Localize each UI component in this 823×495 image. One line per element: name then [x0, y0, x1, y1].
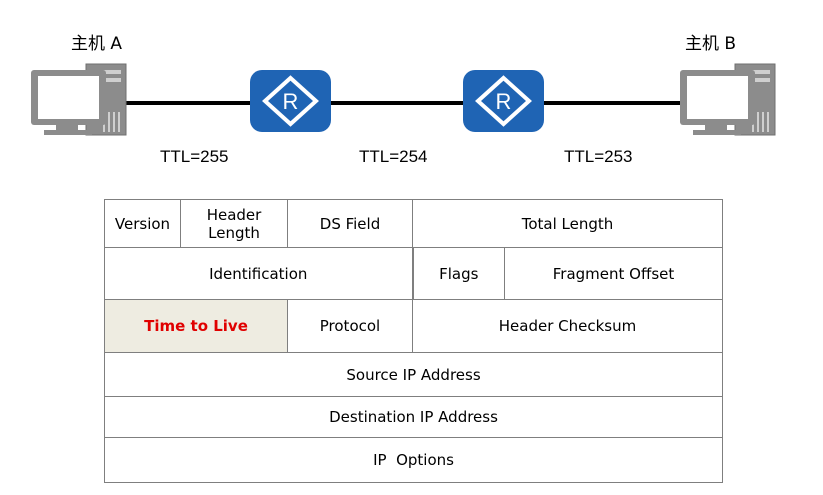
host-a-label: 主机 A	[71, 34, 123, 54]
field-source-ip: Source IP Address	[103, 352, 724, 397]
header-row-1: Version Header Length DS Field Total Len…	[104, 199, 724, 248]
host-b-computer-icon	[680, 63, 776, 136]
router-1-icon: R	[250, 70, 331, 132]
field-header-length: Header Length	[180, 199, 288, 248]
field-fragment-offset: Fragment Offset	[503, 247, 724, 300]
header-row-6: IP Options	[103, 437, 724, 483]
field-destination-ip: Destination IP Address	[103, 396, 724, 438]
field-ds-field: DS Field	[287, 199, 413, 248]
ttl-label-hop-3: TTL=253	[564, 147, 633, 166]
router-1-letter: R	[283, 89, 299, 114]
ttl-label-hop-1: TTL=255	[160, 147, 229, 166]
field-version: Version	[104, 199, 181, 248]
header-row-5: Destination IP Address	[103, 396, 724, 438]
host-a-computer-icon	[31, 63, 127, 136]
header-row-3: Time to Live Protocol Header Checksum	[104, 299, 724, 353]
router-2-icon: R	[463, 70, 544, 132]
header-row-2: Identification Flags Fragment Offset	[104, 247, 724, 300]
ttl-label-hop-2: TTL=254	[359, 147, 428, 166]
field-header-checksum: Header Checksum	[411, 299, 724, 353]
field-identification: Identification	[104, 247, 413, 300]
field-total-length: Total Length	[411, 199, 724, 248]
field-protocol: Protocol	[287, 299, 413, 353]
router-2-letter: R	[496, 89, 512, 114]
ipv4-header-table: Version Header Length DS Field Total Len…	[103, 199, 724, 483]
field-flags: Flags	[411, 247, 505, 300]
field-time-to-live: Time to Live	[104, 299, 288, 353]
network-topology: R R	[31, 63, 776, 136]
field-ip-options: IP Options	[103, 437, 724, 483]
host-b-label: 主机 B	[685, 34, 737, 54]
header-row-4: Source IP Address	[103, 352, 724, 397]
